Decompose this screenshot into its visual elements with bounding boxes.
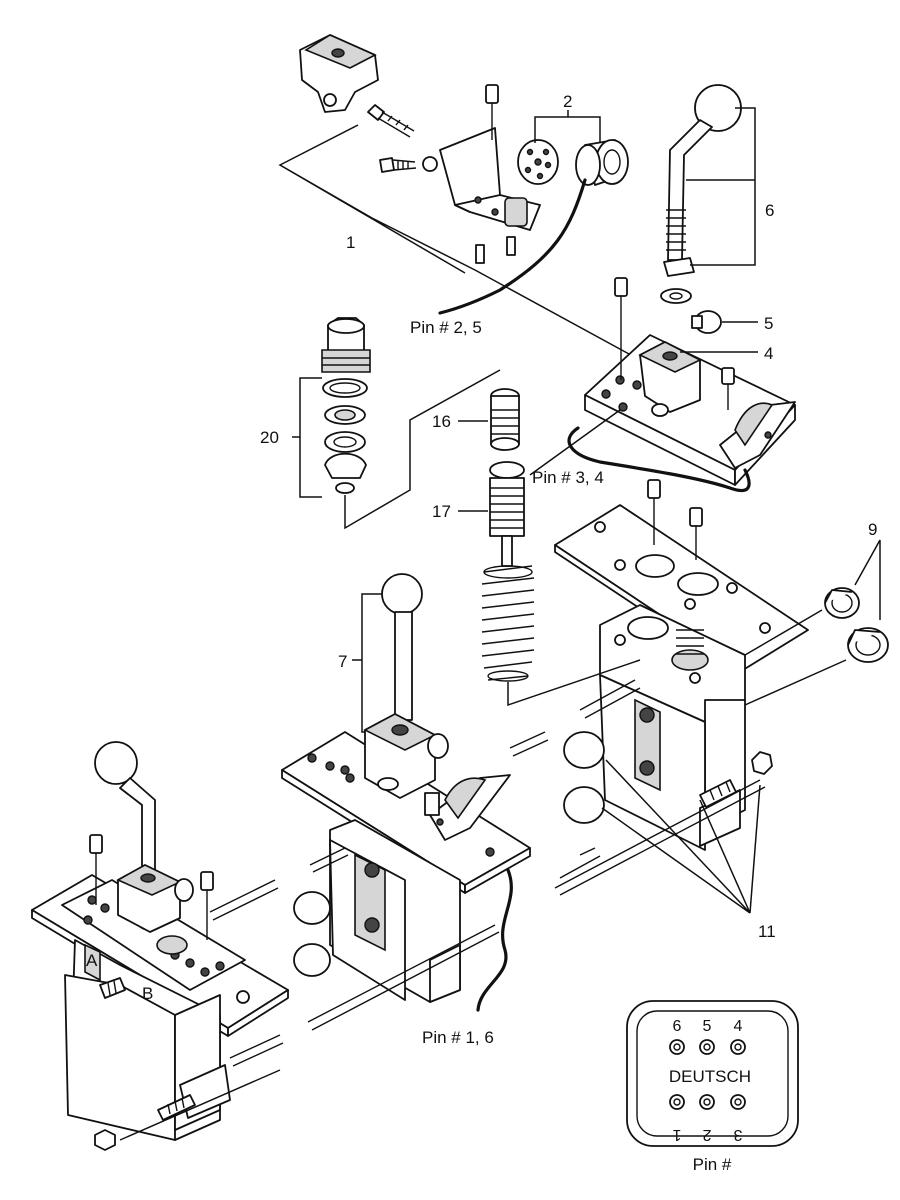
pin-label-4: 4 (734, 1018, 743, 1035)
callout-5: 5 (764, 314, 773, 333)
pin-label-5: 5 (703, 1018, 712, 1035)
callout-7-bracket (352, 593, 390, 733)
callout-17: 17 (432, 502, 451, 521)
spool-16 (490, 388, 520, 451)
valve-body-middle (329, 819, 461, 1003)
clamp-bolt (367, 104, 415, 138)
middle-valve-wire (476, 868, 513, 1012)
pin-label-3: 3 (733, 1126, 742, 1143)
lever-handle-middle (381, 573, 423, 721)
callout-9: 9 (868, 520, 877, 539)
wire-label-pin-1-6: Pin # 1, 6 (422, 1028, 494, 1047)
spring-route (507, 409, 641, 707)
callout-7: 7 (338, 652, 347, 671)
seal-discs-middle (293, 891, 331, 977)
pin-label-2: 2 (702, 1126, 711, 1143)
callout-1: 1 (346, 233, 355, 252)
knob-5 (691, 310, 722, 334)
port-letter-b: B (142, 984, 153, 1003)
connector-bottom-pins (669, 1094, 746, 1110)
tie-rods-left (119, 879, 284, 1141)
solenoid-coil (575, 139, 629, 186)
spring-17 (481, 461, 535, 682)
seal-discs-right (563, 731, 605, 824)
callout-6-bracket (686, 107, 756, 266)
connector-top-pins (669, 1039, 746, 1055)
port-letter-a: A (86, 951, 98, 970)
tie-rods-middle (307, 731, 549, 1031)
connector-caption: Pin # (693, 1155, 732, 1174)
spool-20-parts (321, 317, 371, 494)
wire-label-pin-2-5: Pin # 2, 5 (410, 318, 482, 337)
deutsch-connector: 6 5 4 DEUTSCH 1 2 3 (626, 1000, 799, 1147)
bracket-screw (379, 156, 438, 173)
callout-4: 4 (764, 344, 773, 363)
callout-11-leader (601, 759, 761, 914)
top-valve-plate (584, 277, 796, 486)
callout-11: 11 (758, 922, 776, 941)
callout-20-bracket (292, 377, 322, 498)
solenoid-bracket (439, 127, 541, 231)
valve-body-left (64, 939, 231, 1151)
callout-20: 20 (260, 428, 279, 447)
callout-1-leader (278, 124, 641, 361)
callout-6: 6 (765, 201, 774, 220)
callout-9-leader (744, 539, 881, 706)
bracket-screw-vertical (485, 84, 499, 140)
wire-label-pin-3-4: Pin # 3, 4 (532, 468, 604, 487)
callout-16: 16 (432, 412, 451, 431)
plug-9a (824, 587, 860, 619)
pin-label-6: 6 (673, 1018, 682, 1035)
pin-label-1: 1 (672, 1126, 681, 1143)
solenoid-wire (438, 178, 587, 315)
mounting-clamp (299, 34, 379, 113)
coil-cap (517, 139, 559, 185)
callout-2-bracket (534, 110, 601, 143)
spool-20-route (344, 369, 501, 530)
dowel-pins (475, 236, 516, 264)
lever-handle-left (94, 741, 156, 873)
plug-9b (847, 627, 889, 663)
lever-handle-top (660, 84, 742, 304)
hex-nut-right (699, 751, 773, 808)
valve-body-right (599, 604, 746, 851)
connector-brand: DEUTSCH (669, 1067, 751, 1086)
top-valve-wire (567, 426, 751, 492)
callout-2: 2 (563, 92, 572, 111)
